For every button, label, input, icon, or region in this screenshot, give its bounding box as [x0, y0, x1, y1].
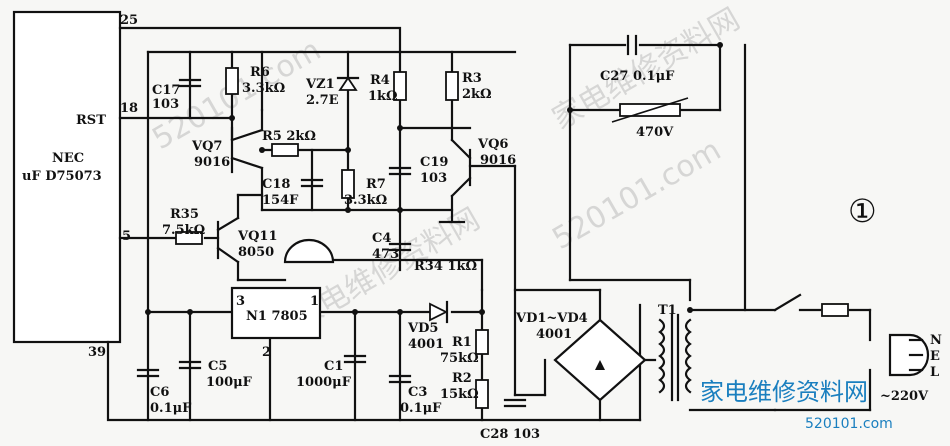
resistor-r35: [175, 231, 203, 245]
value-r2: 15kΩ: [440, 387, 479, 402]
resistor-r5: [271, 143, 299, 157]
label-vq11: VQ11: [237, 229, 278, 244]
label-vq6: VQ6: [477, 137, 508, 152]
resistor-r3: [445, 71, 459, 101]
label-c28: C28 103: [480, 427, 540, 442]
wiring: [106, 26, 872, 422]
regulator-name: N1 7805: [246, 309, 308, 324]
watermark-url: 520101.com: [547, 133, 727, 257]
label-c1: C1: [324, 359, 343, 374]
label-vd5: VD5: [407, 321, 438, 336]
labels: C17 103 R6 3.3kΩ VZ1 2.7E R4 1kΩ R3 2kΩ …: [150, 65, 942, 442]
label-c27: C27 0.1μF: [600, 69, 675, 84]
ic-pin-25: 25: [120, 13, 138, 28]
value-r35: 7.5kΩ: [162, 223, 205, 238]
ic-pin-39: 39: [88, 345, 106, 360]
label-r7: R7: [366, 177, 386, 192]
label-r34: R34 1kΩ: [414, 259, 477, 274]
value-c5: 100μF: [206, 375, 253, 390]
value-c19: 103: [420, 171, 447, 186]
ic-rst-label: RST: [76, 113, 106, 128]
value-bridge: 4001: [536, 327, 572, 342]
nec-ic-block: [12, 10, 122, 344]
value-r4: 1kΩ: [368, 89, 398, 104]
value-c6: 0.1μF: [150, 401, 192, 416]
resistor-r1: [475, 329, 489, 355]
label-c6: C6: [150, 385, 169, 400]
label-c19: C19: [420, 155, 448, 170]
value-vq6: 9016: [480, 153, 516, 168]
ic-pin-18: 18: [120, 101, 138, 116]
regulator-7805: [230, 286, 322, 340]
watermark-site-logo: 家电维修资料网: [700, 378, 868, 406]
value-c3: 0.1μF: [400, 401, 442, 416]
label-c4: C4: [372, 231, 391, 246]
value-r6: 3.3kΩ: [242, 81, 285, 96]
label-c17: C17: [152, 83, 180, 98]
plug-pin-e: E: [930, 349, 940, 364]
figure-number: ①: [848, 192, 877, 230]
value-c18: 154F: [262, 193, 299, 208]
regulator-pin-1: 1: [310, 294, 319, 309]
label-r35: R35: [170, 207, 199, 222]
capacitors: [136, 34, 638, 408]
plug-pin-n: N: [930, 333, 942, 348]
resistor-r4: [393, 71, 407, 101]
resistor-r2: [475, 379, 489, 409]
label-c3: C3: [408, 385, 427, 400]
value-c1: 1000μF: [296, 375, 352, 390]
transformer-secondary: [684, 318, 692, 394]
buzzer: [283, 238, 335, 264]
value-c17: 103: [152, 97, 179, 112]
label-r4: R4: [370, 73, 390, 88]
plug-pin-l: L: [930, 365, 939, 380]
watermark-url-logo: 520101.com: [805, 416, 893, 432]
value-r7: 3.3kΩ: [344, 193, 387, 208]
diode-vd5: [429, 302, 449, 322]
label-c18: C18: [262, 177, 290, 192]
value-vz1: 2.7E: [306, 93, 339, 108]
value-vq11: 8050: [238, 245, 274, 260]
label-c5: C5: [208, 359, 227, 374]
label-r1: R1: [452, 335, 472, 350]
value-c4: 473: [372, 247, 399, 262]
transformer-primary: [658, 318, 666, 394]
label-vz1: VZ1: [305, 77, 335, 92]
ic-pin-5: 5: [122, 229, 131, 244]
label-r2: R2: [452, 371, 472, 386]
value-r1: 75kΩ: [440, 351, 479, 366]
value-vq7: 9016: [194, 155, 230, 170]
label-vq7: VQ7: [191, 139, 222, 154]
semiconductors-and-misc: [230, 76, 930, 402]
resistor-r6: [225, 67, 239, 95]
label-r6: R6: [250, 65, 270, 80]
ic-name-line2: uF D75073: [22, 169, 102, 184]
value-varistor: 470V: [636, 125, 674, 140]
resistor-r7: [341, 169, 355, 199]
label-bridge: VD1~VD4: [515, 311, 588, 326]
label-t1: T1: [658, 303, 677, 318]
regulator-pin-2: 2: [262, 345, 271, 360]
value-vd5: 4001: [408, 337, 444, 352]
zener-vz1: [338, 76, 358, 91]
fuse: [821, 303, 849, 317]
label-r5: R5 2kΩ: [262, 129, 316, 144]
mains-voltage: ~220V: [880, 389, 929, 404]
resistors: [175, 67, 849, 409]
label-r3: R3: [462, 71, 482, 86]
ic-name-line1: NEC: [52, 151, 84, 166]
value-r3: 2kΩ: [462, 87, 492, 102]
regulator-pin-3: 3: [236, 294, 245, 309]
junctions: [145, 42, 723, 315]
